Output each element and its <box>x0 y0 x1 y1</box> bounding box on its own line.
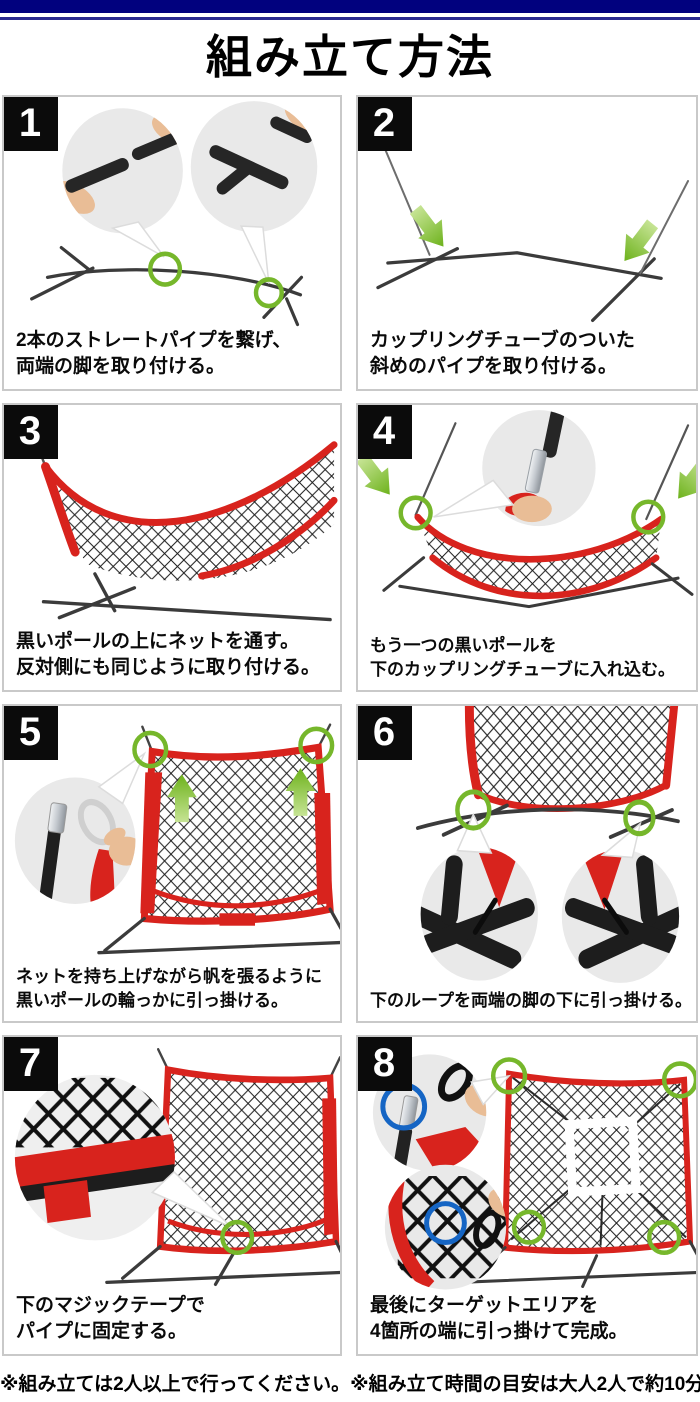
step-number-badge: 1 <box>4 97 58 152</box>
step-7-illustration <box>4 1037 340 1293</box>
step-caption: 下のマジックテープで パイプに固定する。 <box>16 1294 205 1343</box>
step-caption: カップリングチューブのついた 斜めのパイプを取り付ける。 <box>370 329 635 378</box>
step-caption: もう一つの黒いポールを 下のカップリングチューブに入れ込む。 <box>370 636 675 679</box>
step-panel-5: 5 <box>2 704 342 1024</box>
header-bar-bottom <box>0 17 700 20</box>
step-number-badge: 2 <box>358 97 412 152</box>
step-panel-3: 3 黒いポールの上 <box>2 403 342 693</box>
step-caption: 黒いポールの上にネットを通す。 反対側にも同じように取り付ける。 <box>16 630 321 679</box>
step-6-illustration <box>358 706 696 989</box>
assembly-steps-grid: 1 <box>2 95 698 1357</box>
step-8-illustration <box>358 1037 696 1293</box>
header-bar-gap <box>0 13 700 17</box>
step-panel-8: 8 <box>356 1035 698 1357</box>
step-4-illustration <box>358 405 696 634</box>
step-panel-4: 4 <box>356 403 698 693</box>
step-5-illustration <box>4 706 340 965</box>
step-number-badge: 5 <box>4 706 58 761</box>
step-caption: ネットを持ち上げながら帆を張るように 黒いポールの輪っかに引っ掛ける。 <box>16 967 322 1010</box>
step-1-illustration <box>4 97 340 328</box>
step-number-badge: 3 <box>4 405 58 460</box>
step-2-illustration <box>358 97 696 328</box>
step-number-badge: 7 <box>4 1037 58 1092</box>
step-panel-6: 6 <box>356 704 698 1024</box>
step-panel-2: 2 カップリングチューブのついた 斜めのパイプを取り付ける。 <box>356 95 698 392</box>
step-number-badge: 8 <box>358 1037 412 1092</box>
step-caption: 下のループを両端の脚の下に引っ掛ける。 <box>370 990 692 1010</box>
page-title: 組み立て方法 <box>206 31 494 83</box>
step-number-badge: 4 <box>358 405 412 460</box>
step-caption: 最後にターゲットエリアを 4箇所の端に引っ掛けて完成。 <box>370 1294 628 1343</box>
step-panel-7: 7 <box>2 1035 342 1357</box>
step-caption: 2本のストレートパイプを繋げ、 両端の脚を取り付ける。 <box>16 329 292 378</box>
page-header: 組み立て方法 <box>0 0 700 95</box>
step-panel-1: 1 <box>2 95 342 392</box>
assembly-footnote: ※組み立ては2人以上で行ってください。※組み立て時間の目安は大人2人で約10分で… <box>0 1374 700 1396</box>
step-number-badge: 6 <box>358 706 412 761</box>
header-bar-top <box>0 0 700 13</box>
